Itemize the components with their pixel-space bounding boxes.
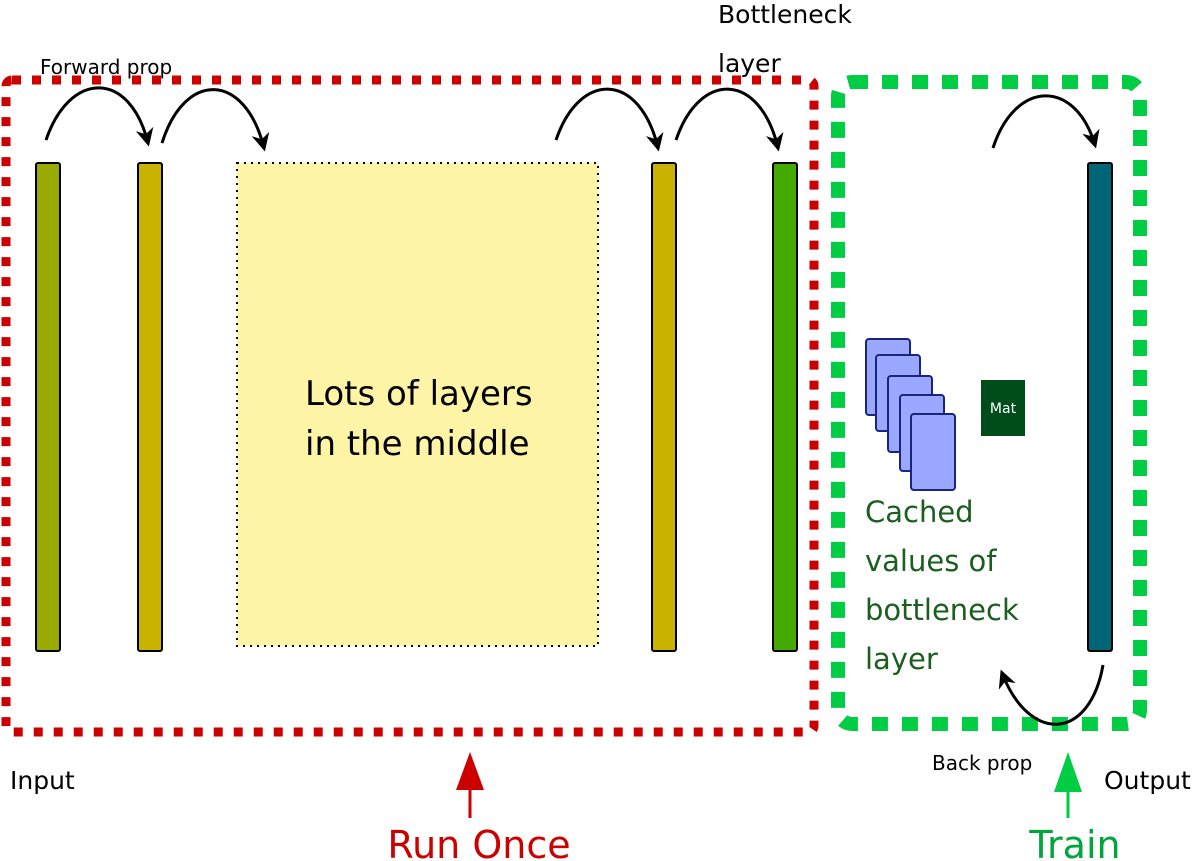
middle-layers-box [236, 162, 599, 647]
bottleneck-label-line2: layer [718, 49, 781, 78]
forward-prop-label: Forward prop [40, 55, 172, 79]
back-prop-label: Back prop [932, 751, 1032, 775]
cached-label-line4: layer [865, 642, 938, 676]
forward-arrow-3 [554, 87, 664, 152]
hidden-layer-bar-1 [137, 162, 163, 652]
run-once-region [1, 75, 819, 737]
train-region [831, 75, 1147, 731]
cached-values-stack [865, 338, 956, 491]
input-layer-bar [35, 162, 61, 652]
forward-arrow-4 [674, 87, 784, 152]
output-layer-bar [1087, 162, 1113, 652]
cached-label-line2: values of [865, 544, 997, 578]
mat-box [981, 380, 1025, 436]
middle-label-line1: Lots of layers [305, 374, 533, 414]
output-label: Output [1104, 766, 1191, 795]
back-prop-arrow [998, 664, 1105, 726]
train-arrow-head [1054, 752, 1082, 792]
cached-label-line1: Cached [865, 495, 974, 529]
forward-arrow-5 [991, 94, 1100, 149]
bottleneck-label-line1: Bottleneck [718, 0, 852, 29]
mat-label: Mat [990, 401, 1017, 417]
bottleneck-layer-bar [772, 162, 798, 652]
cache-card-5 [910, 413, 956, 491]
cached-label-line3: bottleneck [865, 593, 1019, 627]
train-label: Train [1028, 823, 1120, 861]
input-label: Input [10, 766, 75, 795]
forward-arrow-2 [160, 88, 270, 152]
hidden-layer-bar-2 [651, 162, 677, 652]
forward-arrow-1 [44, 86, 154, 147]
run-once-arrow-head [456, 752, 484, 790]
run-once-label: Run Once [387, 823, 570, 861]
middle-label-line2: in the middle [305, 424, 530, 464]
